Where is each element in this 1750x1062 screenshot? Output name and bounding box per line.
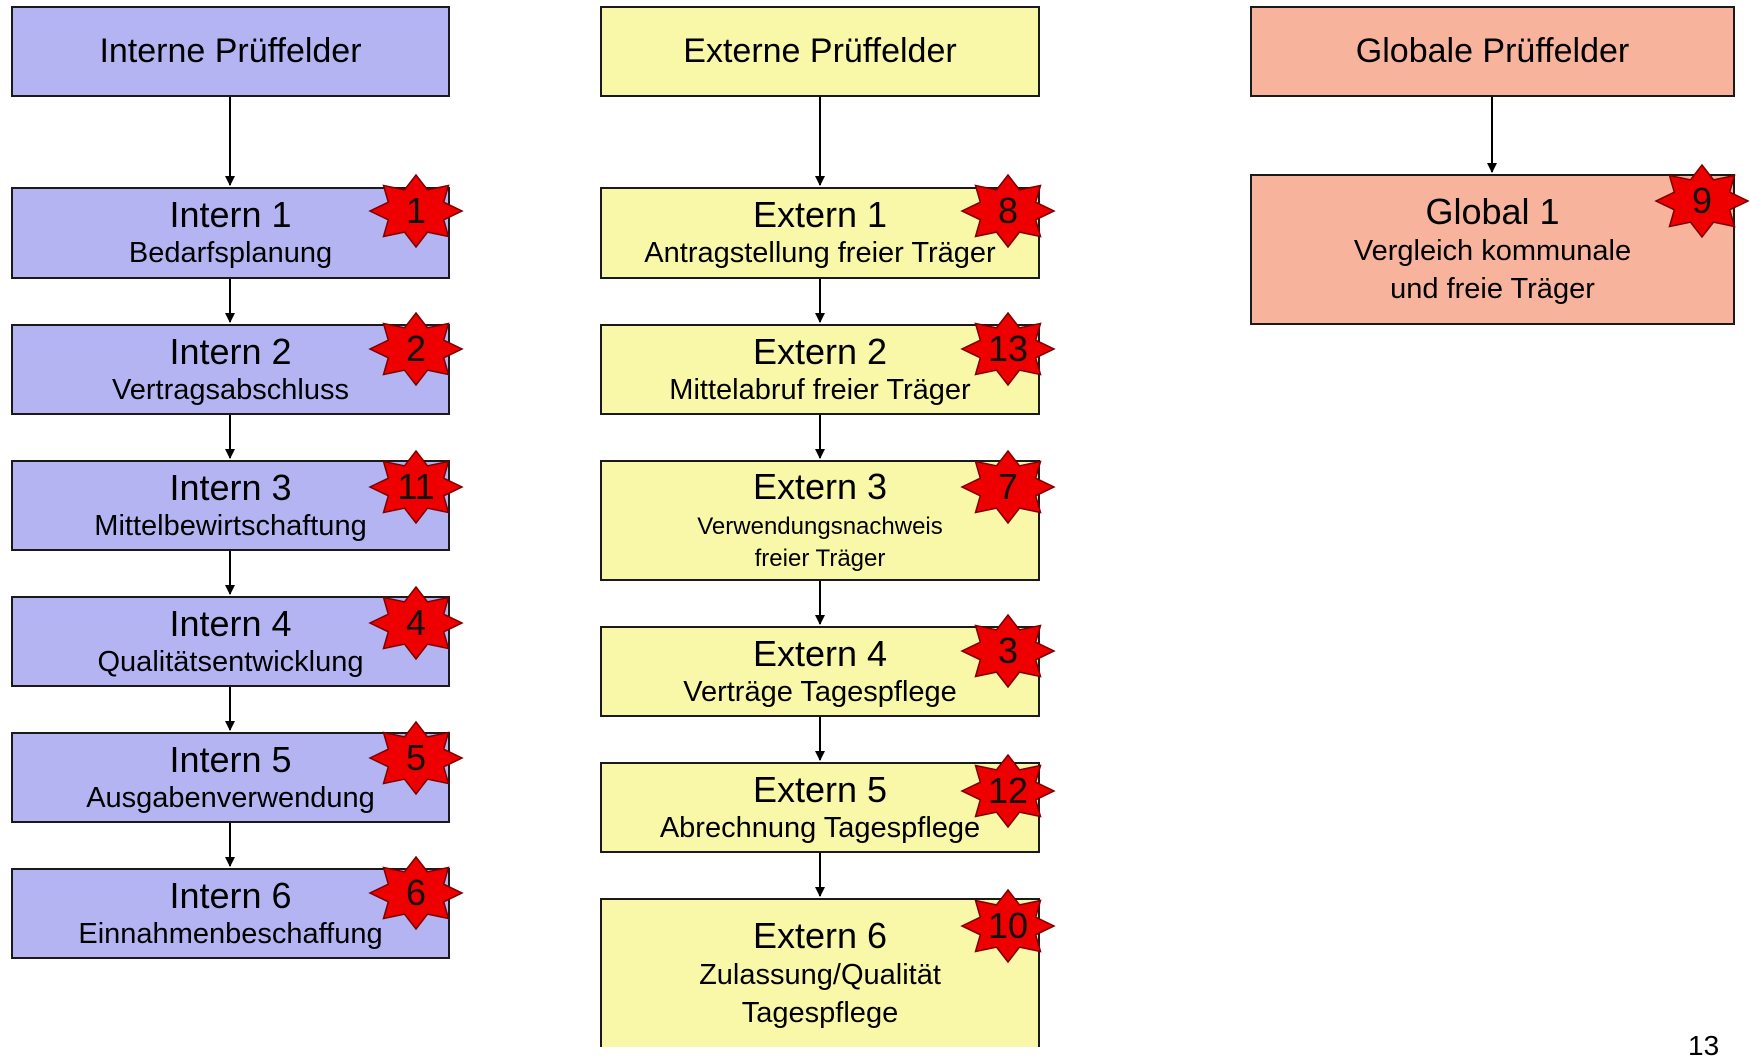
extern-node-3: Extern 3 Verwendungsnachweis freier Träg… bbox=[600, 460, 1040, 581]
global-header-label: Globale Prüffelder bbox=[1355, 32, 1630, 70]
node-title: Extern 2 bbox=[752, 330, 888, 372]
star-burst-icon bbox=[960, 613, 1056, 689]
badge-number: 1 bbox=[405, 190, 427, 231]
star-burst-icon bbox=[1654, 163, 1750, 239]
badge-intern-1: 1 bbox=[368, 173, 464, 249]
node-title: Intern 3 bbox=[169, 466, 292, 508]
node-title: Extern 4 bbox=[752, 632, 888, 674]
node-subtitle-line1: Vergleich kommunale bbox=[1353, 234, 1632, 267]
badge-number: 8 bbox=[997, 190, 1019, 231]
node-title: Intern 6 bbox=[169, 874, 292, 916]
intern-node-5: Intern 5 Ausgabenverwendung bbox=[11, 732, 450, 823]
node-subtitle: Mittelabruf freier Träger bbox=[669, 373, 971, 406]
badge-number: 9 bbox=[1691, 180, 1713, 221]
star-burst-icon bbox=[368, 173, 464, 249]
badge-extern-5: 12 bbox=[960, 753, 1056, 829]
global-node-1: Global 1 Vergleich kommunale und freie T… bbox=[1250, 174, 1735, 325]
extern-node-4: Extern 4 Verträge Tagespflege bbox=[600, 626, 1040, 717]
star-burst-icon bbox=[368, 311, 464, 387]
star-burst-icon bbox=[960, 173, 1056, 249]
badge-intern-6: 6 bbox=[368, 855, 464, 931]
badge-number: 7 bbox=[997, 466, 1019, 507]
extern-node-5: Extern 5 Abrechnung Tagespflege bbox=[600, 762, 1040, 853]
node-subtitle: Verträge Tagespflege bbox=[683, 675, 957, 708]
node-subtitle: Ausgabenverwendung bbox=[86, 781, 375, 814]
badge-number: 6 bbox=[405, 872, 427, 913]
star-burst-icon bbox=[368, 720, 464, 796]
node-subtitle: Qualitätsentwicklung bbox=[97, 645, 364, 678]
badge-extern-6: 10 bbox=[960, 888, 1056, 964]
node-title: Global 1 bbox=[1425, 190, 1560, 232]
node-title: Intern 5 bbox=[169, 738, 292, 780]
node-subtitle: Einnahmenbeschaffung bbox=[78, 917, 383, 950]
node-subtitle: Vertragsabschluss bbox=[112, 373, 349, 406]
node-subtitle-line2: Tagespflege bbox=[741, 996, 899, 1029]
badge-number: 10 bbox=[987, 905, 1029, 946]
node-title: Extern 1 bbox=[752, 194, 888, 235]
node-subtitle-line2: freier Träger bbox=[754, 544, 886, 572]
star-burst-icon bbox=[368, 449, 464, 525]
badge-extern-2: 13 bbox=[960, 311, 1056, 387]
page-number: 13 bbox=[1688, 1030, 1720, 1061]
badge-number: 5 bbox=[405, 737, 427, 778]
intern-node-4: Intern 4 Qualitätsentwicklung bbox=[11, 596, 450, 687]
badge-number: 2 bbox=[405, 328, 427, 369]
node-subtitle-line1: Zulassung/Qualität bbox=[699, 958, 941, 991]
node-subtitle: Bedarfsplanung bbox=[128, 237, 333, 269]
extern-node-6: Extern 6 Zulassung/Qualität Tagespflege bbox=[600, 898, 1040, 1047]
node-subtitle-line2: und freie Träger bbox=[1390, 272, 1595, 305]
intern-header-label: Interne Prüffelder bbox=[99, 32, 362, 70]
badge-extern-1: 8 bbox=[960, 173, 1056, 249]
node-title: Extern 6 bbox=[752, 914, 888, 956]
badge-number: 4 bbox=[405, 602, 427, 643]
badge-number: 13 bbox=[987, 328, 1029, 369]
badge-global-1: 9 bbox=[1654, 163, 1750, 239]
badge-number: 3 bbox=[997, 630, 1019, 671]
badge-intern-3: 11 bbox=[368, 449, 464, 525]
extern-header: Externe Prüffelder bbox=[600, 6, 1040, 97]
star-burst-icon bbox=[960, 753, 1056, 829]
star-burst-icon bbox=[960, 449, 1056, 525]
extern-header-label: Externe Prüffelder bbox=[683, 32, 957, 70]
global-header: Globale Prüffelder bbox=[1250, 6, 1735, 97]
badge-intern-4: 4 bbox=[368, 585, 464, 661]
intern-node-1: Intern 1 Bedarfsplanung bbox=[11, 187, 450, 279]
node-subtitle: Mittelbewirtschaftung bbox=[94, 509, 367, 542]
star-burst-icon bbox=[960, 888, 1056, 964]
node-subtitle-line1: Verwendungsnachweis bbox=[697, 512, 943, 540]
node-subtitle: Antragstellung freier Träger bbox=[644, 237, 996, 269]
extern-node-1: Extern 1 Antragstellung freier Träger bbox=[600, 187, 1040, 279]
node-title: Intern 1 bbox=[169, 194, 292, 235]
badge-intern-2: 2 bbox=[368, 311, 464, 387]
node-title: Extern 5 bbox=[752, 768, 888, 810]
star-burst-icon bbox=[960, 311, 1056, 387]
star-burst-icon bbox=[368, 585, 464, 661]
badge-number: 12 bbox=[987, 770, 1029, 811]
star-burst-icon bbox=[368, 855, 464, 931]
intern-node-6: Intern 6 Einnahmenbeschaffung bbox=[11, 868, 450, 959]
intern-node-3: Intern 3 Mittelbewirtschaftung bbox=[11, 460, 450, 551]
node-title: Intern 2 bbox=[169, 330, 292, 372]
intern-header: Interne Prüffelder bbox=[11, 6, 450, 97]
badge-number: 11 bbox=[397, 466, 435, 507]
badge-intern-5: 5 bbox=[368, 720, 464, 796]
badge-extern-3: 7 bbox=[960, 449, 1056, 525]
intern-node-2: Intern 2 Vertragsabschluss bbox=[11, 324, 450, 415]
node-title: Extern 3 bbox=[752, 465, 888, 507]
node-title: Intern 4 bbox=[169, 602, 292, 644]
badge-extern-4: 3 bbox=[960, 613, 1056, 689]
extern-node-2: Extern 2 Mittelabruf freier Träger bbox=[600, 324, 1040, 415]
node-subtitle: Abrechnung Tagespflege bbox=[659, 811, 981, 844]
